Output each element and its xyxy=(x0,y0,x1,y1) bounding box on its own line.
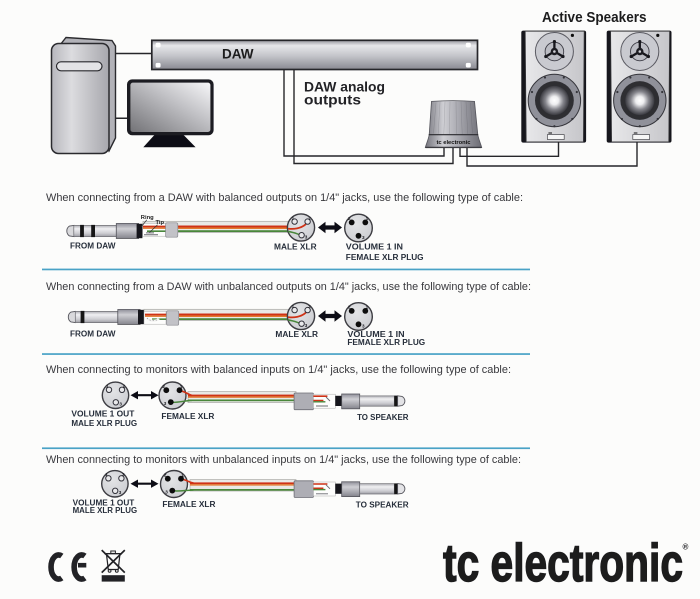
svg-text:3: 3 xyxy=(119,401,122,406)
svg-text:1: 1 xyxy=(106,384,109,389)
svg-text:TO SPEAKER: TO SPEAKER xyxy=(357,412,409,422)
svg-text:2: 2 xyxy=(123,384,126,389)
svg-text:When connecting from a DAW wit: When connecting from a DAW with balanced… xyxy=(46,192,523,204)
svg-text:3: 3 xyxy=(305,235,308,240)
svg-text:FEMALE XLR: FEMALE XLR xyxy=(161,411,215,421)
svg-text:Ring: Ring xyxy=(141,215,154,221)
svg-text:outputs: outputs xyxy=(304,93,361,108)
svg-text:FEMALE XLR PLUG: FEMALE XLR PLUG xyxy=(346,252,424,262)
svg-text:®: ® xyxy=(683,543,689,552)
svg-text:2: 2 xyxy=(164,472,167,477)
svg-text:When connecting from a DAW wit: When connecting from a DAW with unbalanc… xyxy=(46,281,531,293)
svg-text:Tip: Tip xyxy=(156,220,165,226)
svg-text:3: 3 xyxy=(164,401,167,406)
svg-text:1: 1 xyxy=(180,384,183,389)
svg-text:FROM DAW: FROM DAW xyxy=(70,329,116,339)
svg-text:2: 2 xyxy=(308,215,311,220)
svg-text:DAW: DAW xyxy=(222,47,254,62)
svg-text:3: 3 xyxy=(165,489,168,494)
svg-text:1: 1 xyxy=(292,215,295,220)
svg-text:DAW analog: DAW analog xyxy=(304,80,385,95)
svg-text:tc electronic: tc electronic xyxy=(437,140,471,146)
svg-text:1: 1 xyxy=(366,216,369,221)
svg-text:Active Speakers: Active Speakers xyxy=(542,9,647,26)
svg-text:When connecting to monitors wi: When connecting to monitors with balance… xyxy=(46,364,511,376)
svg-text:When connecting to monitors wi: When connecting to monitors with unbalan… xyxy=(46,454,521,466)
svg-text:MALE XLR PLUG: MALE XLR PLUG xyxy=(73,505,138,515)
svg-text:VOLUME 1 IN: VOLUME 1 IN xyxy=(347,329,404,339)
svg-text:VOLUME 1 OUT: VOLUME 1 OUT xyxy=(73,498,135,508)
svg-text:MALE XLR PLUG: MALE XLR PLUG xyxy=(71,418,137,428)
svg-text:TO SPEAKER: TO SPEAKER xyxy=(356,499,410,509)
svg-text:2: 2 xyxy=(348,216,351,221)
svg-text:VOLUME 1 IN: VOLUME 1 IN xyxy=(346,242,403,252)
svg-text:MALE XLR: MALE XLR xyxy=(275,329,318,339)
svg-text:FEMALE XLR: FEMALE XLR xyxy=(162,499,216,509)
svg-text:1: 1 xyxy=(181,472,184,477)
svg-text:VOLUME 1 OUT: VOLUME 1 OUT xyxy=(71,408,135,418)
svg-text:2: 2 xyxy=(162,384,165,389)
svg-text:MALE XLR: MALE XLR xyxy=(274,242,317,252)
svg-text:FEMALE XLR PLUG: FEMALE XLR PLUG xyxy=(347,337,425,347)
svg-text:tc electronic: tc electronic xyxy=(443,534,683,593)
svg-text:FROM DAW: FROM DAW xyxy=(70,241,116,251)
svg-text:3: 3 xyxy=(362,235,365,240)
